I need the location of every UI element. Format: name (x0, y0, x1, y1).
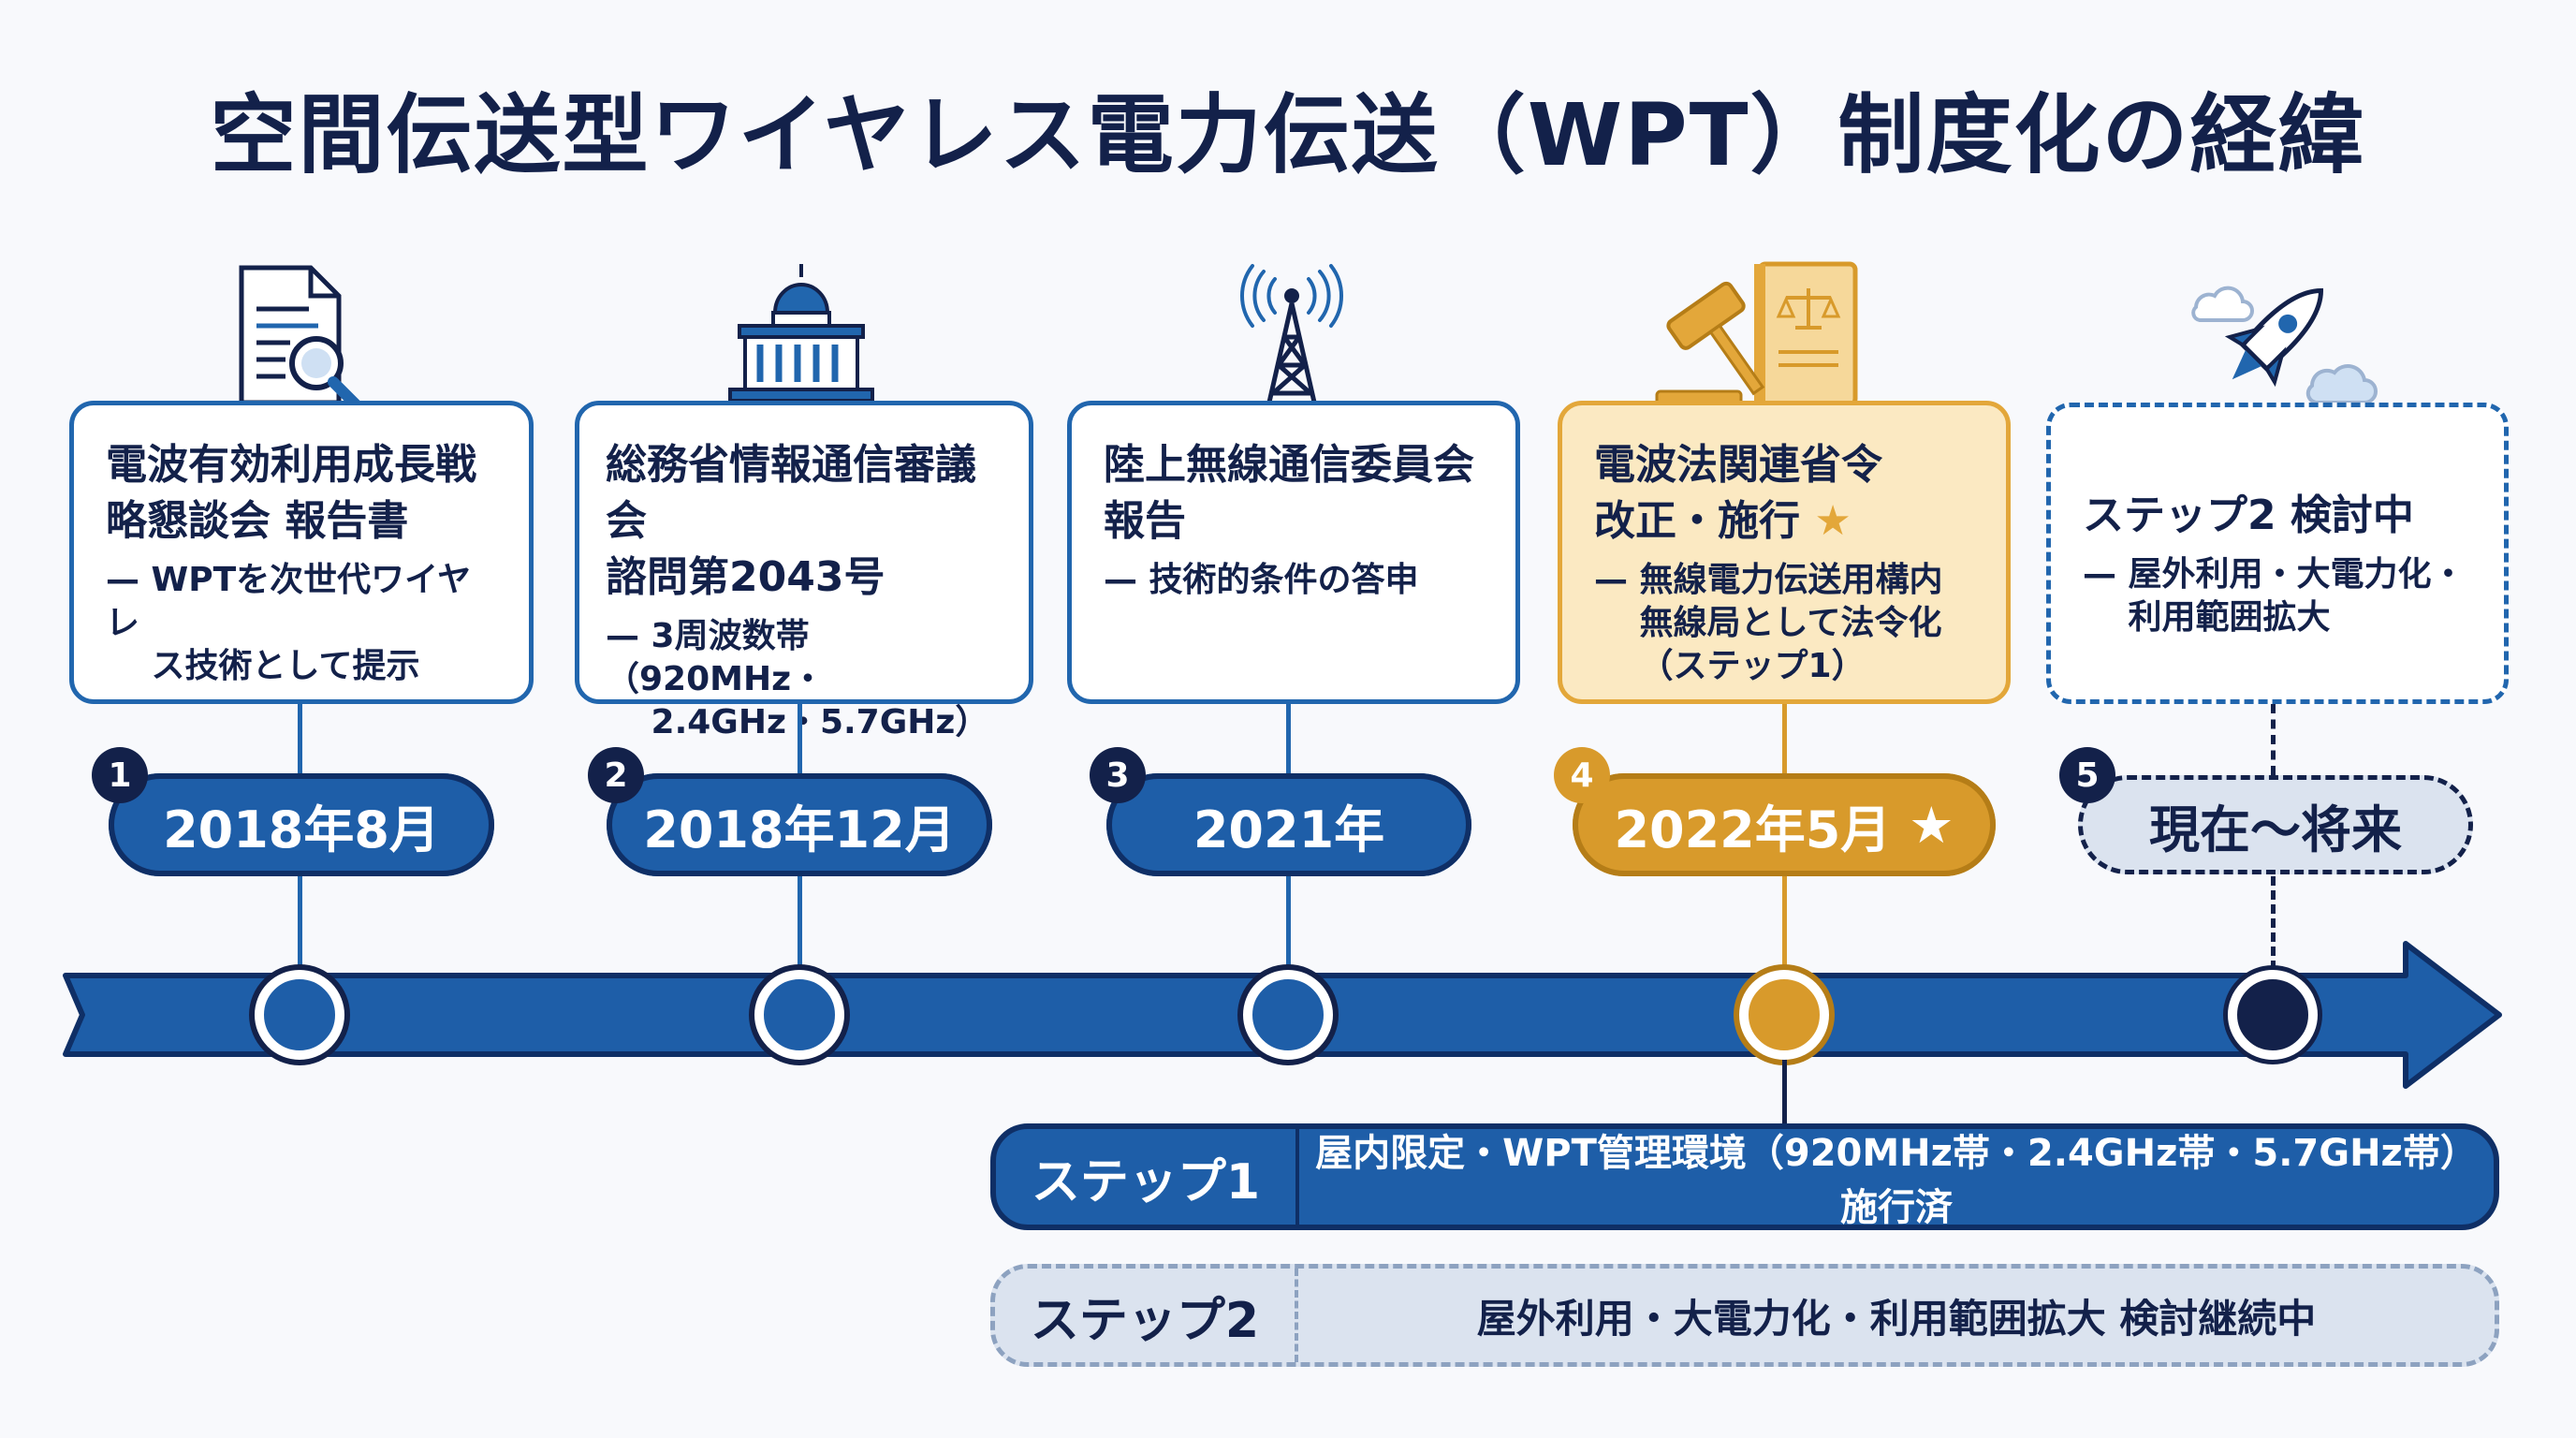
step-number-badge: 1 (92, 747, 148, 803)
timeline-node-4 (1739, 970, 1829, 1060)
connector-line (1286, 704, 1291, 775)
date-pill-1: 2018年8月 (109, 773, 494, 876)
step-label: ステップ1 (1031, 1153, 1261, 1211)
connector-line (2271, 876, 2276, 970)
event-title: 電波法関連省令 改正・施行 ★ (1594, 441, 1882, 545)
event-description: — 技術的条件の答申 (1104, 561, 1419, 599)
star-icon: ★ (1909, 795, 1954, 855)
document-search-icon (239, 265, 367, 416)
step-number-badge: 4 (1554, 747, 1610, 803)
event-title: ステップ2 検討中 (2083, 492, 2414, 539)
rocket-icon (2191, 286, 2378, 404)
event-title: 陸上無線通信委員会 報告 (1104, 441, 1474, 545)
step-divider (1295, 1269, 1298, 1362)
step-label: ステップ2 (1030, 1292, 1260, 1349)
event-description: — 屋外利用・大電力化・ 利用範囲拡大 (2083, 555, 2466, 637)
star-icon: ★ (1814, 497, 1852, 545)
step1-bar: ステップ1 屋内限定・WPT管理環境（920MHz帯・2.4GHz帯・5.7GH… (990, 1123, 2499, 1230)
connector-line (1782, 704, 1787, 775)
step-divider (1295, 1129, 1299, 1225)
connector-line (2271, 704, 2276, 775)
date-pill-3: 2021年 (1106, 773, 1471, 876)
gavel-law-book-icon (1655, 261, 1858, 410)
connector-line (1286, 876, 1291, 970)
connector-line (798, 876, 802, 970)
step2-bar: ステップ2 屋外利用・大電力化・利用範囲拡大 検討継続中 (990, 1264, 2499, 1367)
timeline-node-3 (1243, 970, 1333, 1060)
connector-line (1782, 876, 1787, 970)
connector-line (1782, 1060, 1787, 1127)
event-description: — WPTを次世代ワイヤレ ス技術として提示 (106, 561, 472, 685)
date-pill-4: 2022年5月 ★ (1573, 773, 1996, 876)
timeline-node-5 (2228, 970, 2318, 1060)
connector-line (298, 876, 302, 970)
step-description: 屋内限定・WPT管理環境（920MHz帯・2.4GHz帯・5.7GHz帯）施行済 (1315, 1132, 2478, 1229)
event-card-3: 陸上無線通信委員会 報告 — 技術的条件の答申 (1067, 401, 1520, 704)
event-card-4: 電波法関連省令 改正・施行 ★ — 無線電力伝送用構内 無線局として法令化 （ス… (1558, 401, 2011, 704)
step-number-badge: 3 (1090, 747, 1146, 803)
parliament-building-icon (728, 264, 874, 403)
event-card-1: 電波有効利用成長戦 略懇談会 報告書 — WPTを次世代ワイヤレ ス技術として提… (69, 401, 534, 704)
connector-line (298, 704, 302, 775)
page-title: 空間伝送型ワイヤレス電力伝送（WPT）制度化の経緯 (210, 85, 2366, 185)
timeline-node-2 (754, 970, 844, 1060)
event-card-5: ステップ2 検討中 — 屋外利用・大電力化・ 利用範囲拡大 (2046, 403, 2509, 704)
event-title: 電波有効利用成長戦 略懇談会 報告書 (106, 441, 476, 545)
step-description: 屋外利用・大電力化・利用範囲拡大 検討継続中 (1476, 1295, 2317, 1342)
radio-tower-icon (1239, 264, 1344, 428)
event-card-2: 総務省情報通信審議会 諮問第2043号 — 3周波数帯（920MHz・ 2.4G… (575, 401, 1033, 828)
date-pill-2: 2018年12月 (607, 773, 992, 876)
step-number-badge: 2 (588, 747, 644, 803)
connector-line (798, 704, 802, 775)
event-title: 総務省情報通信審議会 諮問第2043号 (606, 441, 976, 601)
date-pill-5: 現在〜将来 (2078, 775, 2473, 874)
timeline-node-1 (255, 970, 344, 1060)
step-number-badge: 5 (2059, 747, 2115, 803)
event-description: — 無線電力伝送用構内 無線局として法令化 （ステップ1） (1594, 561, 1943, 685)
